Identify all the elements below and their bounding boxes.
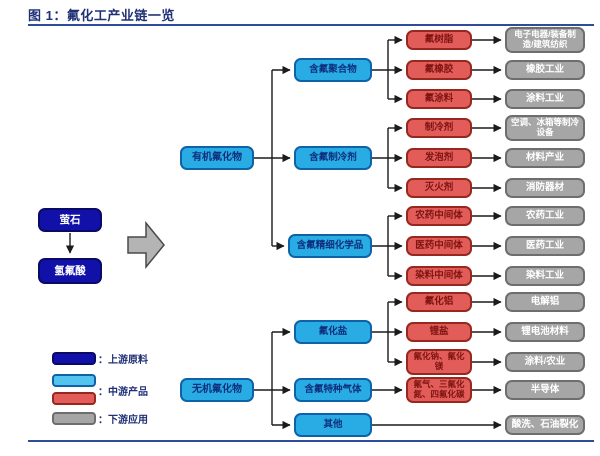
- node-fluoro-special-gas-group: 含氟特种气体: [294, 378, 372, 402]
- node-dye-intermediate: 染料中间体: [406, 266, 472, 286]
- legend-label-midstream: ：中游产品: [98, 387, 148, 398]
- node-other-group: 其他: [294, 413, 372, 437]
- node-aluminum-fluoride: 氟化铝: [406, 292, 472, 312]
- node-hydrofluoric-acid: 氢氟酸: [38, 258, 102, 284]
- node-fluoro-fine-chemicals-group: 含氟精细化学品: [288, 234, 372, 258]
- app-coating-industry: 涂料工业: [505, 89, 585, 109]
- figure-title: 图 1：氟化工产业链一览: [28, 8, 175, 23]
- node-fluorine-special-gases: 氟气、三氟化氮、四氟化碳: [406, 377, 472, 403]
- app-electrolytic-aluminum: 电解铝: [505, 292, 585, 312]
- app-dye-industry: 染料工业: [505, 266, 585, 286]
- big-right-arrow: [127, 220, 165, 270]
- node-inorganic-fluoride: 无机氟化物: [180, 378, 254, 402]
- app-refrigeration-equipment: 空调、冰箱等制冷设备: [505, 115, 585, 141]
- app-firefighting-equipment: 消防器材: [505, 178, 585, 198]
- app-rubber-industry: 橡胶工业: [505, 60, 585, 80]
- node-foaming-agent: 发泡剂: [406, 148, 472, 168]
- legend-swatch-downstream: [52, 412, 96, 425]
- legend-label-upstream: ：上游原料: [98, 355, 148, 366]
- legend-swatch-upstream: [52, 352, 96, 365]
- app-pharma-industry: 医药工业: [505, 236, 585, 256]
- node-fluoropolymer-group: 含氟聚合物: [294, 58, 372, 82]
- app-semiconductor: 半导体: [505, 380, 585, 400]
- node-fluororesin: 氟树脂: [406, 30, 472, 50]
- legend-swatch-midstream-blue: [52, 374, 96, 387]
- node-pesticide-intermediate: 农药中间体: [406, 206, 472, 226]
- app-lithium-battery-materials: 锂电池材料: [505, 322, 585, 342]
- node-fluoro-coating: 氟涂料: [406, 89, 472, 109]
- app-electronics-equipment-textile: 电子电器/装备制造/建筑纺织: [505, 27, 585, 53]
- node-fluoride-salts-group: 氟化盐: [294, 320, 372, 344]
- app-materials-industry: 材料产业: [505, 148, 585, 168]
- node-lithium-salt: 锂盐: [406, 322, 472, 342]
- node-organic-fluoride: 有机氟化物: [180, 146, 254, 170]
- legend-swatch-midstream-red: [52, 392, 96, 405]
- node-pharma-intermediate: 医药中间体: [406, 236, 472, 256]
- node-refrigerant: 制冷剂: [406, 118, 472, 138]
- node-fire-extinguishing-agent: 灭火剂: [406, 178, 472, 198]
- node-fluoro-refrigerant-group: 含氟制冷剂: [294, 146, 372, 170]
- node-fluoro-rubber: 氟橡胶: [406, 60, 472, 80]
- bottom-rule: [28, 440, 594, 442]
- legend-label-downstream: ：下游应用: [98, 415, 148, 426]
- app-coating-agriculture: 涂料/农业: [505, 352, 585, 372]
- app-pesticide-industry: 农药工业: [505, 206, 585, 226]
- node-sodium-magnesium-fluoride: 氟化钠、氟化镁: [406, 349, 472, 375]
- app-pickling-petroleum-cracking: 酸洗、石油裂化: [505, 415, 585, 435]
- node-fluorite: 萤石: [38, 208, 102, 232]
- title-underline: [28, 24, 594, 26]
